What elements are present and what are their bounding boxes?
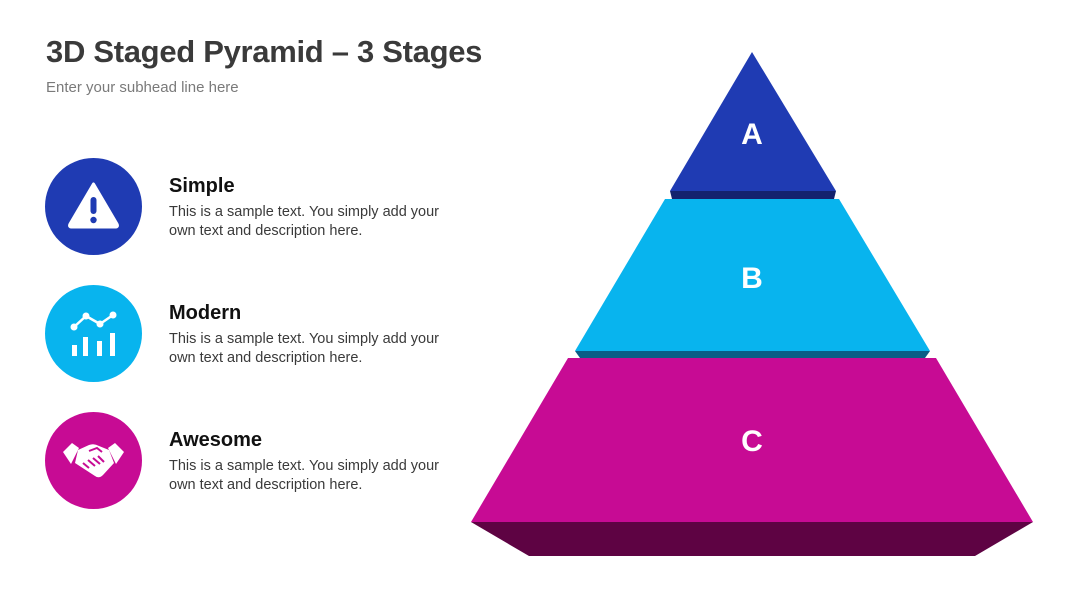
page-subtitle: Enter your subhead line here — [46, 79, 239, 96]
warning-icon — [68, 182, 119, 229]
stage-c-label: C — [741, 425, 763, 458]
item-description: This is a sample text. You simply add yo… — [169, 204, 439, 239]
item-heading: Awesome — [169, 429, 263, 451]
list-item-modern: Modern This is a sample text. You simply… — [45, 285, 445, 385]
stage-c-face — [471, 358, 1033, 522]
pyramid-stage-a: A — [670, 52, 836, 199]
stage-b-label: B — [741, 262, 763, 295]
stage-b-face — [575, 199, 930, 351]
item-icon-circle — [45, 412, 142, 509]
pyramid-stage-b: B — [575, 199, 930, 358]
stage-c-shade — [471, 522, 1033, 556]
item-description: This is a sample text. You simply add yo… — [169, 458, 439, 493]
item-heading: Modern — [169, 302, 242, 324]
analytics-chart-icon — [70, 311, 117, 356]
pyramid-stage-c: C — [471, 358, 1033, 556]
list-item-awesome: Awesome This is a sample text. You simpl… — [45, 412, 445, 512]
stage-a-shade — [670, 191, 836, 199]
list-item-simple: Simple This is a sample text. You simply… — [45, 158, 445, 258]
page-title: 3D Staged Pyramid – 3 Stages — [46, 34, 483, 69]
item-icon-circle — [45, 285, 142, 382]
handshake-icon — [63, 443, 124, 478]
item-icon-circle — [45, 158, 142, 255]
stage-a-face — [670, 52, 836, 191]
stage-b-shade — [575, 351, 930, 358]
item-heading: Simple — [169, 175, 235, 197]
item-description: This is a sample text. You simply add yo… — [169, 331, 439, 366]
stage-a-label: A — [741, 118, 763, 151]
